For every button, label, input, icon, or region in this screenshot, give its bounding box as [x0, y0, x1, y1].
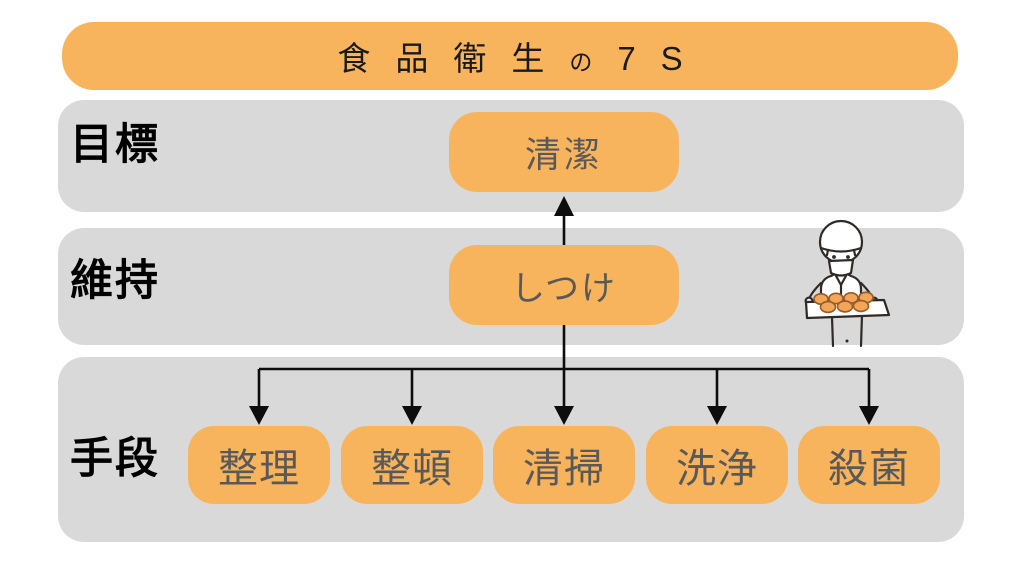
box-seiri: 整理 — [188, 426, 330, 504]
title-kanji: 食品衛生 — [337, 40, 570, 77]
box-sakkin: 殺菌 — [798, 426, 940, 504]
box-seiketsu: 清潔 — [449, 112, 679, 192]
box-senjou: 洗浄 — [646, 426, 788, 504]
box-seisou: 清掃 — [493, 426, 635, 504]
title-suffix: 7S — [617, 40, 708, 77]
row-label-goal: 目標 — [70, 121, 160, 169]
title-particle: の — [569, 49, 618, 75]
row-label-maintain: 維持 — [70, 257, 160, 305]
box-shitsuke: しつけ — [449, 245, 679, 325]
box-seiton: 整頓 — [341, 426, 483, 504]
title-banner: 食品衛生の7S — [62, 22, 958, 90]
row-label-means: 手段 — [70, 435, 160, 483]
page-title: 食品衛生の7S — [337, 32, 682, 80]
